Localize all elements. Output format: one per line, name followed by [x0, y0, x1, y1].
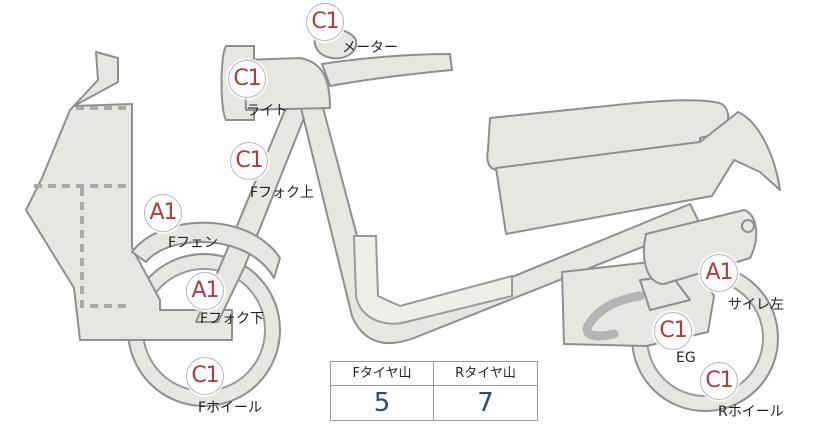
front-cowl-shape — [25, 51, 233, 341]
part-label-ffender: Fフェン — [168, 235, 219, 251]
part-label-muffler: サイレ左 — [728, 297, 784, 313]
part-label-engine: EG — [676, 350, 696, 366]
part-label-meter: メーター — [342, 40, 398, 56]
grade-badge: A1 — [700, 254, 738, 292]
part-label-light: ライト — [246, 103, 288, 119]
grade-badge: C1 — [186, 357, 224, 395]
grade-badge: C1 — [700, 362, 738, 400]
part-label-fwheel: Fホイール — [198, 400, 263, 416]
grade-badge: C1 — [228, 60, 266, 98]
grade-badge: C1 — [230, 142, 268, 180]
handlebar-shape — [321, 53, 453, 87]
part-label-rwheel: Rホイール — [718, 404, 784, 420]
rear-tire-header: Rタイヤ山 — [434, 362, 537, 386]
handlebar-cover-shape — [243, 57, 331, 111]
grade-badge: C1 — [654, 312, 692, 350]
tire-tread-table: Fタイヤ山 Rタイヤ山 5 7 — [330, 361, 538, 421]
grade-badge: A1 — [144, 194, 182, 232]
rear-body-shape — [495, 111, 781, 235]
rear-tire-value: 7 — [477, 388, 494, 418]
front-tire-value: 5 — [331, 386, 434, 420]
part-label-ffork-top: Fフォク上 — [250, 185, 315, 201]
front-tire-header: Fタイヤ山 — [331, 362, 434, 386]
part-label-ffork-bot: Fフォク下 — [200, 311, 265, 327]
grade-badge: A1 — [186, 272, 224, 310]
grade-badge: C1 — [306, 3, 344, 41]
